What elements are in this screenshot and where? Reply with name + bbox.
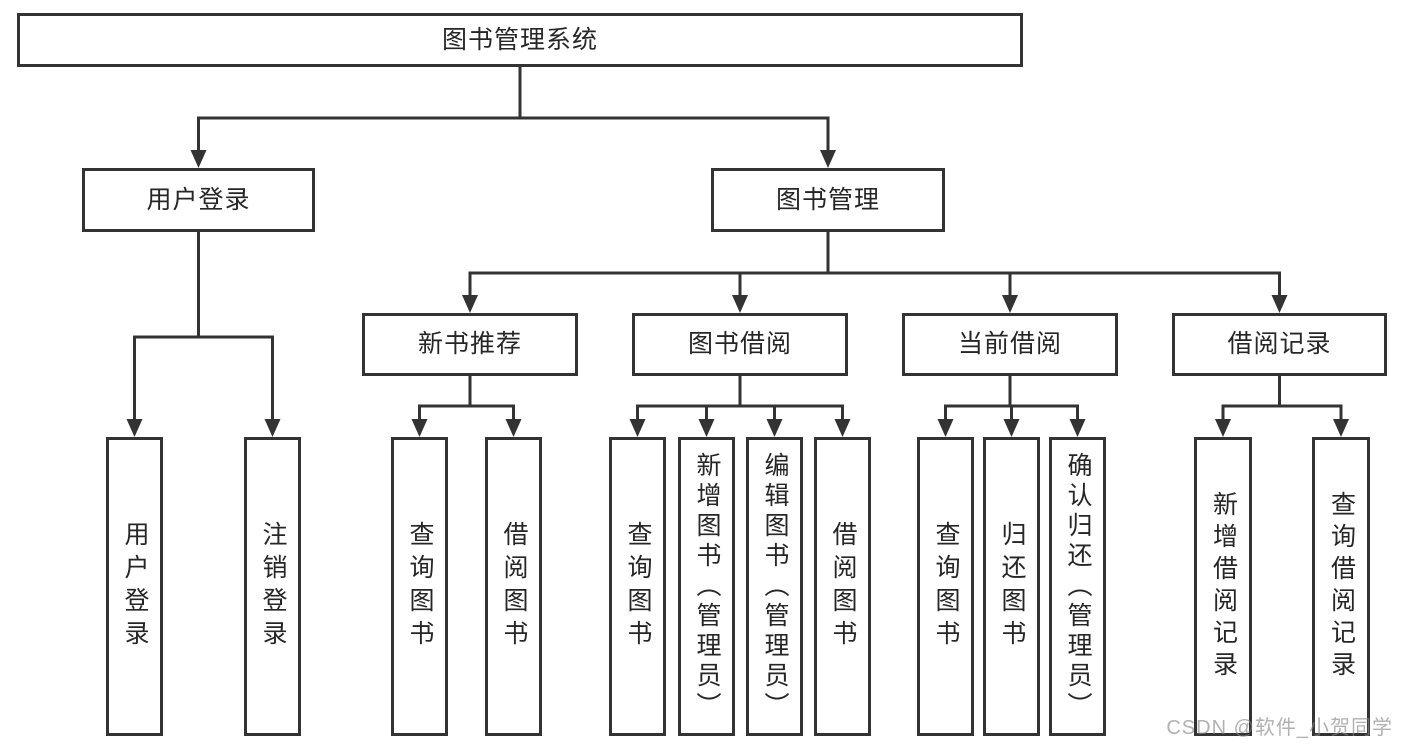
node-new-book-rec: 新书推荐 xyxy=(362,313,578,376)
node-label: 图书管理系统 xyxy=(441,25,598,54)
node-leaf-cb-return-books: 归还图书 xyxy=(983,437,1040,736)
arrowhead xyxy=(820,150,836,168)
node-leaf-nbr-borrow-books: 借阅图书 xyxy=(485,437,542,736)
arrowhead xyxy=(462,295,478,313)
node-label: 查询借阅记录 xyxy=(1327,490,1356,683)
arrowhead xyxy=(126,419,143,437)
node-leaf-bb-borrow-books: 借阅图书 xyxy=(814,437,871,736)
node-label: 新增图书（管理员） xyxy=(693,451,721,722)
node-label: 新书推荐 xyxy=(417,330,522,358)
arrowhead xyxy=(1215,419,1231,437)
node-leaf-br-query-record: 查询借阅记录 xyxy=(1312,437,1370,736)
node-label: 编辑图书（管理员） xyxy=(761,451,789,722)
node-label: 借阅记录 xyxy=(1227,330,1332,358)
arrowhead xyxy=(629,419,646,437)
arrowhead xyxy=(698,419,715,437)
node-label: 新增借阅记录 xyxy=(1209,490,1238,683)
node-leaf-cb-query-books: 查询图书 xyxy=(917,437,974,736)
node-root: 图书管理系统 xyxy=(17,13,1023,67)
node-label: 查询图书 xyxy=(932,520,960,653)
arrowhead xyxy=(732,295,748,313)
node-current-borrow: 当前借阅 xyxy=(902,313,1118,376)
arrowhead xyxy=(505,419,522,437)
node-book-mgmt: 图书管理 xyxy=(711,168,945,232)
arrowhead xyxy=(1271,295,1288,313)
node-label: 注销登录 xyxy=(259,520,287,653)
node-label: 确认归还（管理员） xyxy=(1064,451,1092,722)
node-leaf-user-login: 用户登录 xyxy=(106,437,163,736)
node-label: 用户登录 xyxy=(121,520,149,653)
node-user-login: 用户登录 xyxy=(82,168,315,232)
node-book-borrow: 图书借阅 xyxy=(632,313,848,376)
node-label: 用户登录 xyxy=(146,185,251,214)
node-leaf-br-add-record: 新增借阅记录 xyxy=(1194,437,1252,736)
node-label: 图书借阅 xyxy=(687,330,792,358)
node-label: 图书管理 xyxy=(775,185,880,214)
node-leaf-bb-add-books: 新增图书（管理员） xyxy=(678,437,735,736)
node-leaf-cb-confirm: 确认归还（管理员） xyxy=(1049,437,1106,736)
arrowhead xyxy=(834,419,851,437)
node-label: 查询图书 xyxy=(406,520,434,653)
arrowhead xyxy=(1002,295,1018,313)
arrowhead xyxy=(1069,419,1086,437)
arrowhead xyxy=(1003,419,1020,437)
node-label: 借阅图书 xyxy=(500,520,528,653)
node-leaf-bb-query-books: 查询图书 xyxy=(609,437,666,736)
node-label: 归还图书 xyxy=(998,520,1026,653)
node-label: 当前借阅 xyxy=(957,330,1062,358)
node-label: 借阅图书 xyxy=(829,520,857,653)
arrowhead xyxy=(264,419,281,437)
node-borrow-records: 借阅记录 xyxy=(1172,313,1387,376)
arrowhead xyxy=(937,419,954,437)
node-leaf-nbr-query-books: 查询图书 xyxy=(391,437,448,736)
arrowhead xyxy=(766,419,783,437)
arrowhead xyxy=(190,150,207,168)
arrowhead xyxy=(411,419,428,437)
arrowhead xyxy=(1333,419,1349,437)
node-leaf-logout: 注销登录 xyxy=(244,437,301,736)
node-leaf-bb-edit-books: 编辑图书（管理员） xyxy=(746,437,803,736)
node-label: 查询图书 xyxy=(624,520,652,653)
